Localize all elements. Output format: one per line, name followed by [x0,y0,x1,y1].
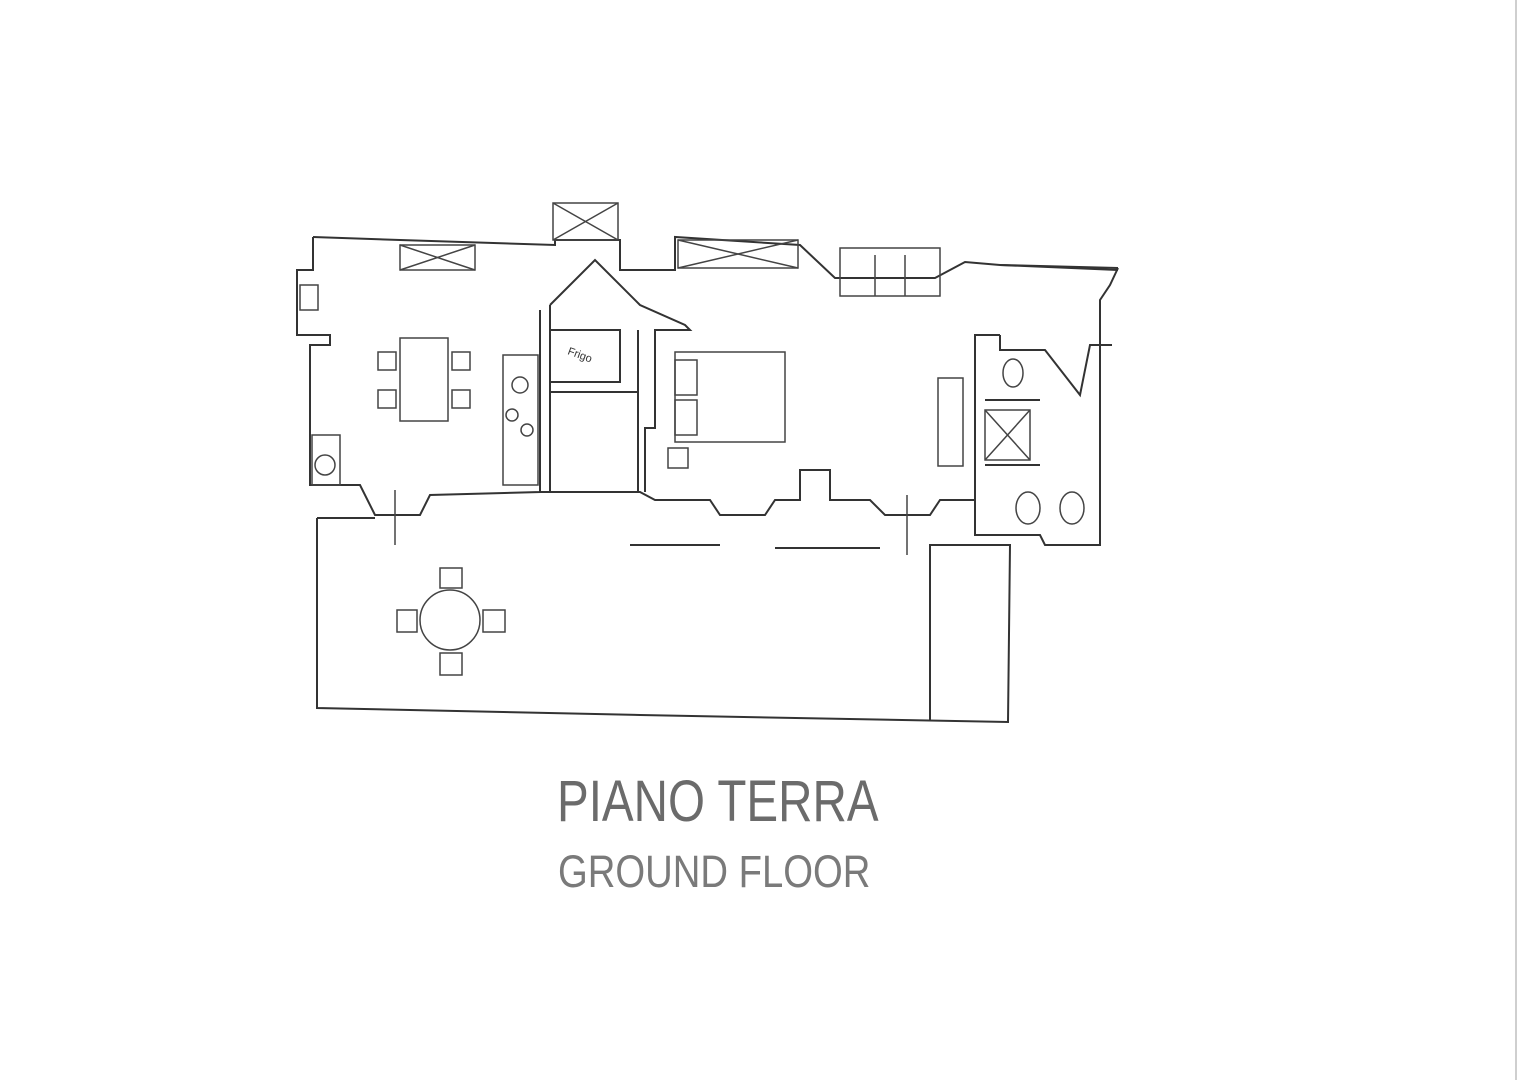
interior-walls [549,258,1112,492]
exterior-walls [296,235,1119,546]
dining-table [377,337,471,422]
bed [667,351,786,469]
floor-subtitle: GROUND FLOOR [558,846,871,897]
windows [399,202,941,297]
fridge-label: Frigo [566,346,594,366]
page-edge-divider [1515,0,1517,1080]
terrace [316,490,1012,724]
kitchen [299,284,539,486]
floor-title: PIANO TERRA [557,769,879,834]
bathroom [937,358,1085,525]
